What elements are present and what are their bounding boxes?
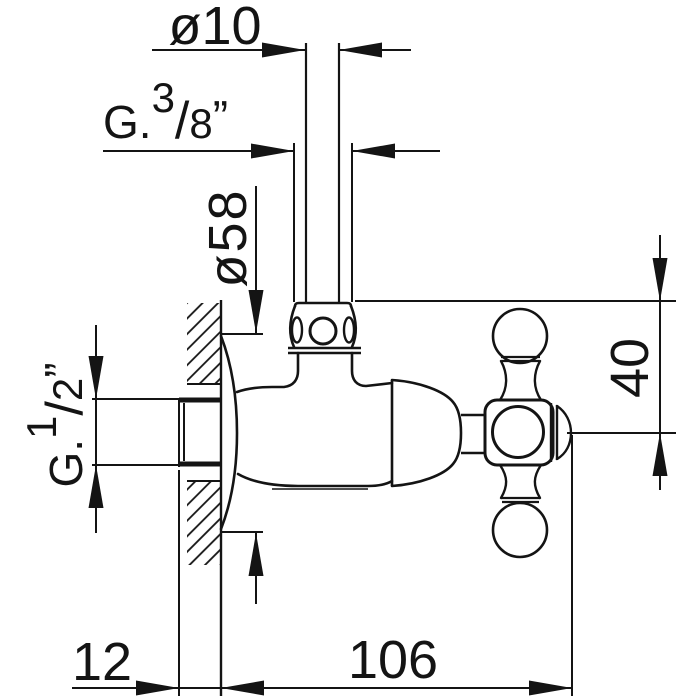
body-bottom-edge [236, 472, 394, 488]
wall-thread-nipple [178, 397, 221, 467]
arrowhead [248, 290, 264, 333]
nut-center-detail [308, 316, 338, 346]
thread-slash: / [175, 92, 190, 150]
dim-overall-length-label: 106 [348, 630, 438, 690]
handle-ball-bottom [491, 501, 549, 559]
body-top-left-edge [235, 351, 300, 394]
dim-wall-thread: G.1/2” [18, 325, 179, 533]
extension-line [178, 435, 573, 696]
body-top-right-edge [350, 351, 394, 388]
dim-height-offset: 40 [355, 235, 676, 490]
arrowhead [652, 258, 668, 301]
handle-hub [483, 398, 555, 467]
extension-line [355, 300, 676, 434]
thread-denominator: 2 [44, 378, 91, 401]
arrowhead [251, 143, 294, 159]
arrowhead [88, 356, 104, 399]
arrowhead [262, 42, 305, 58]
arrowhead [221, 680, 264, 696]
inlet-nut [288, 301, 361, 355]
dim-wall-thread-label: G.1/2” [18, 362, 94, 487]
dim-wall-depth-label: 12 [72, 632, 132, 692]
dim-inlet-thread: G.3/8” [103, 74, 440, 302]
arrowhead [136, 680, 179, 696]
nut-right-facet [342, 316, 356, 344]
cross-handle [483, 307, 573, 559]
dim-pipe-diameter-label: ø10 [168, 0, 261, 56]
nut-left-bulge [288, 304, 297, 349]
thread-prefix: G. [103, 96, 152, 148]
dim-pipe-diameter: ø10 [152, 0, 411, 58]
thread-quote: ” [35, 362, 87, 377]
handle-stem-bottom-left [498, 463, 508, 500]
nut-left-facet [290, 316, 304, 344]
arrowhead [652, 433, 668, 476]
thread-prefix: G. [40, 439, 92, 488]
wall-section [187, 300, 223, 696]
valve-body [235, 351, 394, 490]
handle-stem-top-right [533, 359, 543, 402]
extension-line [92, 398, 179, 466]
wall-hatch-lower [187, 481, 220, 565]
thread-denominator: 8 [189, 100, 212, 147]
thread-numerator: 3 [152, 74, 175, 121]
dim-flange-diameter-label: ø58 [198, 188, 258, 287]
handle-stem-top-left [498, 359, 508, 402]
dim-bottom-row: 12 106 [72, 435, 573, 696]
arrowhead [352, 143, 395, 159]
mounting-flange [219, 334, 239, 531]
dim-flange-diameter: ø58 [198, 186, 264, 604]
bonnet [390, 378, 485, 488]
nut-right-bulge [349, 304, 358, 349]
nut-top-edge [293, 301, 353, 308]
handle-stem-bottom-right [533, 463, 543, 500]
arrowhead [339, 42, 382, 58]
wall-hatch-upper [187, 303, 220, 384]
thread-slash: / [36, 401, 94, 416]
dim-inlet-thread-label: G.3/8” [103, 74, 228, 150]
arrowhead [248, 533, 264, 576]
inlet-pipe [304, 43, 341, 303]
handle-hub-circle [491, 405, 545, 459]
handle-ball-top [491, 307, 549, 365]
thread-quote: ” [213, 91, 228, 143]
arrowhead [529, 680, 572, 696]
valve-outline [178, 43, 573, 696]
extension-line [293, 143, 353, 302]
thread-numerator: 1 [18, 416, 65, 439]
dim-height-offset-label: 40 [600, 338, 660, 398]
bonnet-outline [390, 378, 463, 488]
extension-line [221, 333, 263, 533]
arrowhead [88, 465, 104, 508]
